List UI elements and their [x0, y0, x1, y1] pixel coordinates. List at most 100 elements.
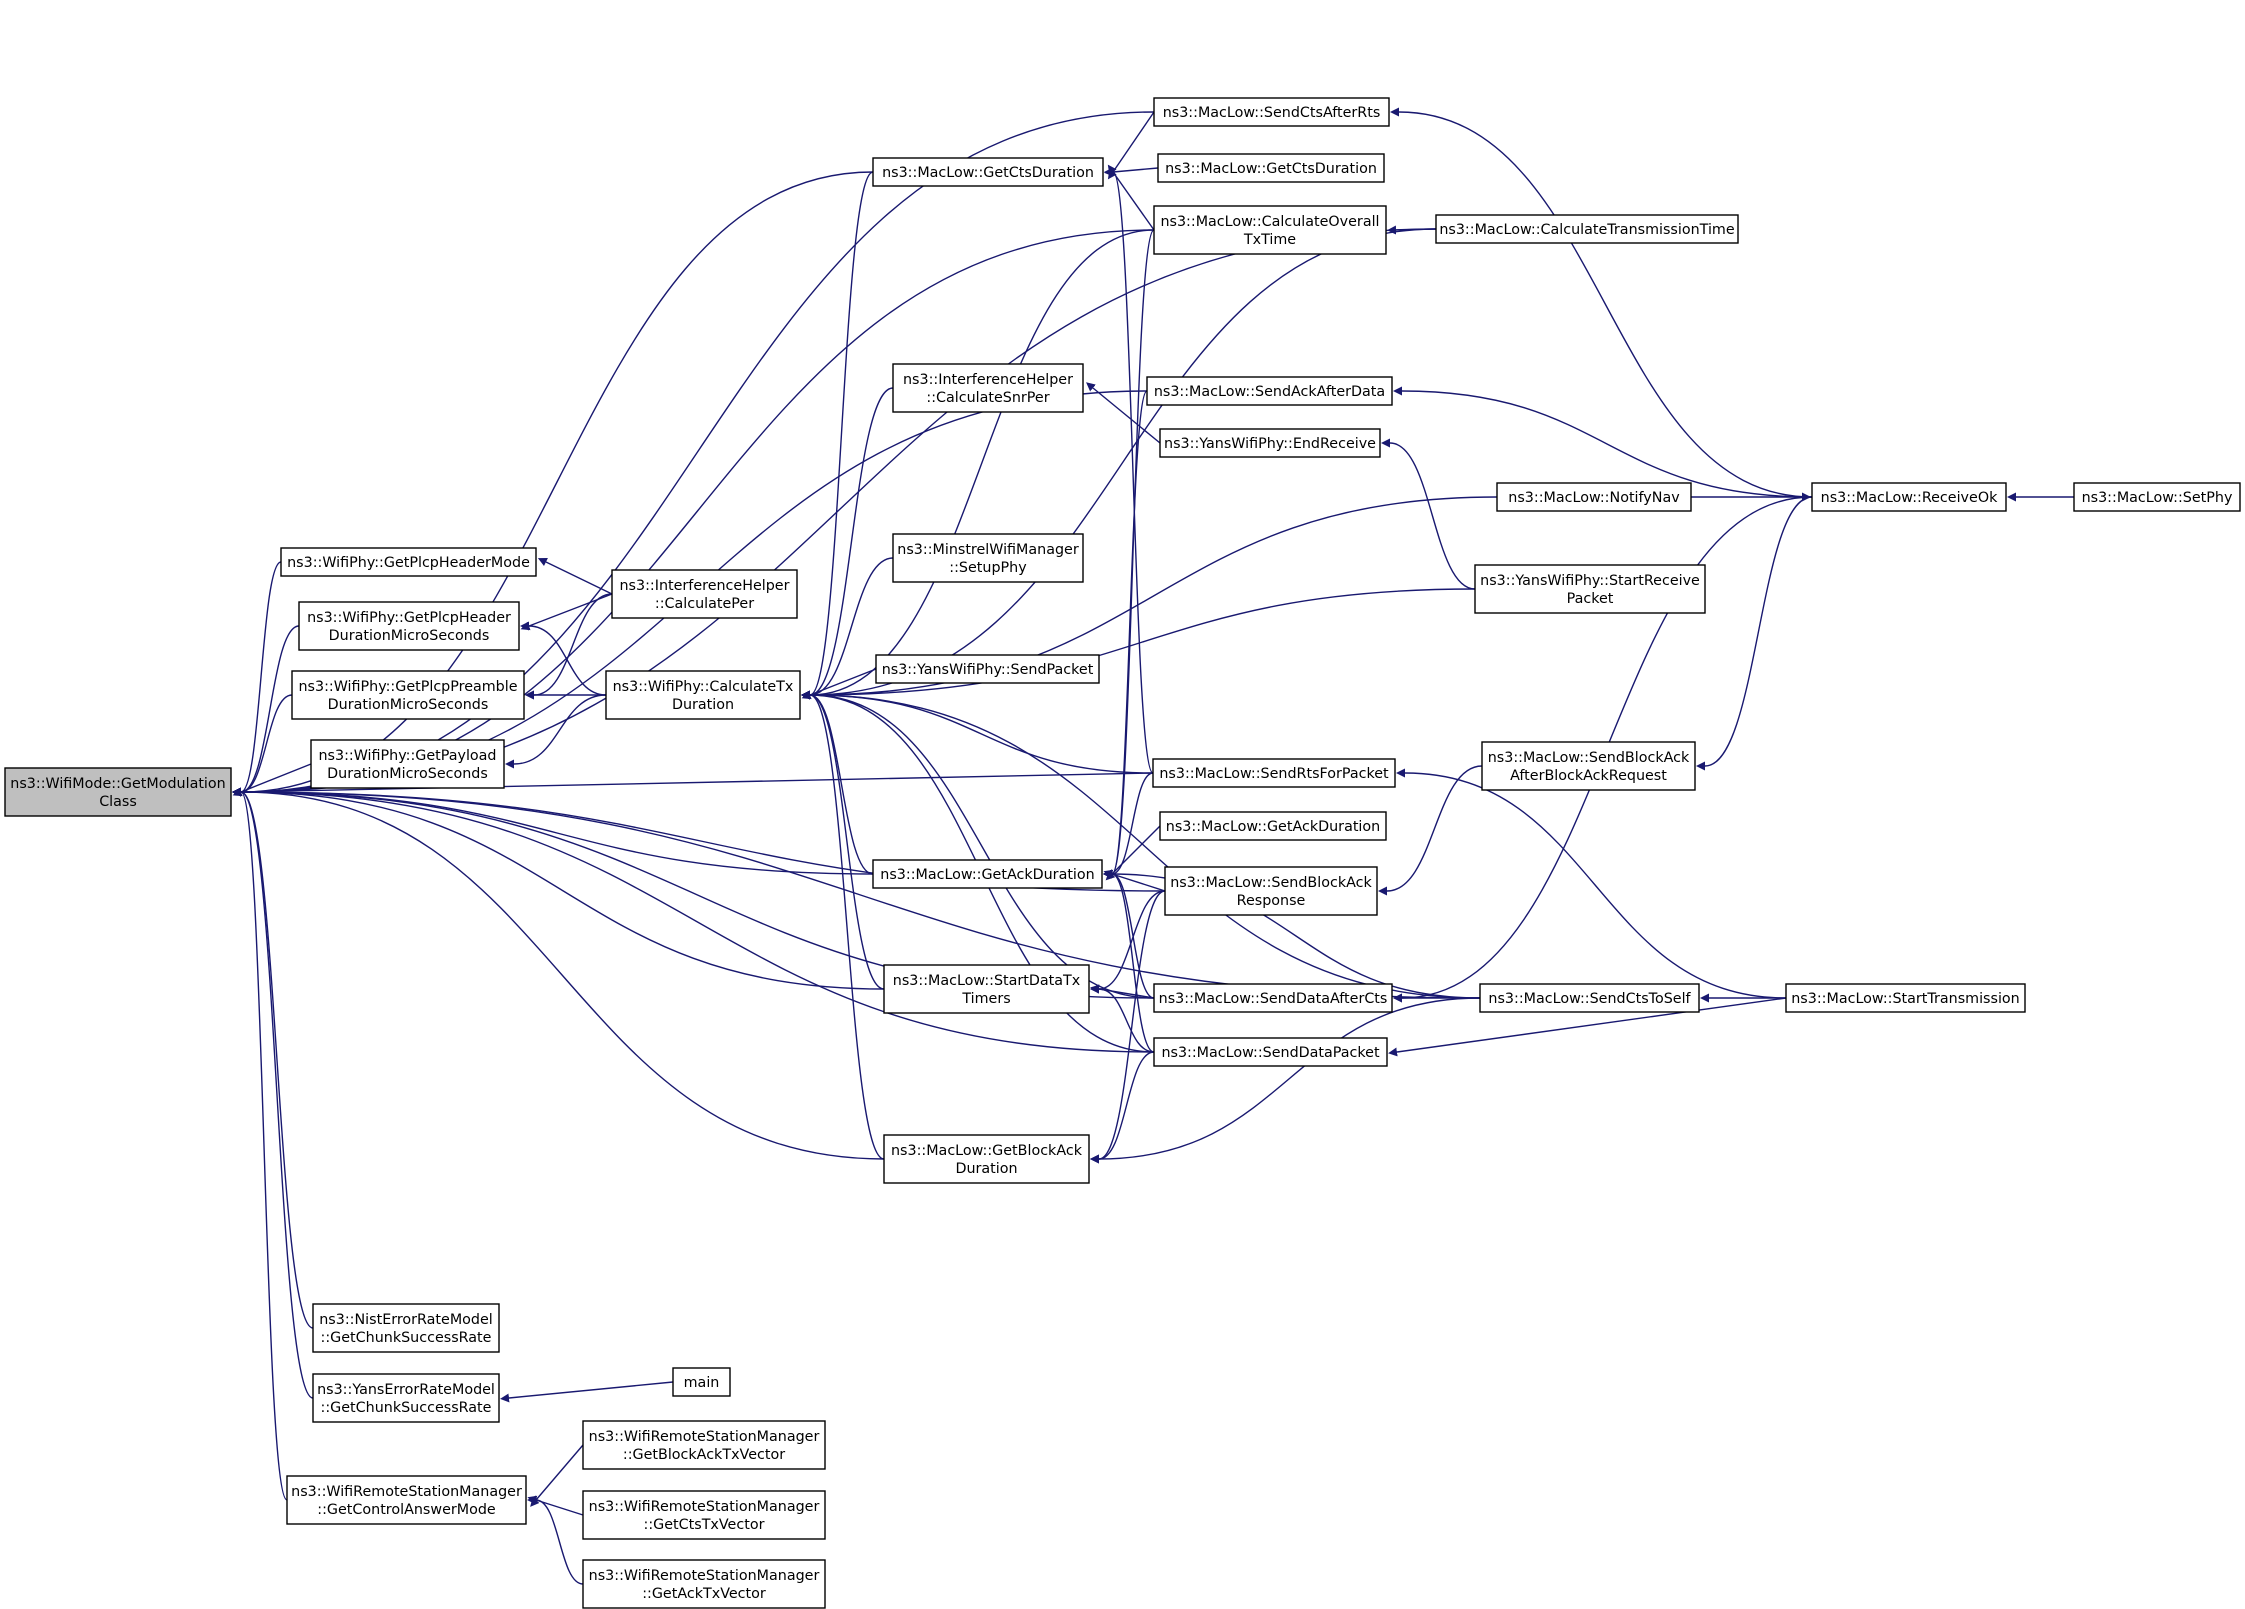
graph-node[interactable]: ns3::MacLow::SendBlockAckAfterBlockAckRe… — [1481, 741, 1696, 791]
graph-node[interactable]: ns3::YansWifiPhy::EndReceive — [1159, 428, 1381, 458]
graph-node[interactable]: ns3::WifiPhy::GetPlcpHeaderDurationMicro… — [298, 601, 520, 651]
call-edge — [232, 787, 1155, 1053]
edge-line — [232, 787, 314, 1399]
graph-node[interactable]: ns3::WifiRemoteStationManager::GetBlockA… — [582, 1420, 826, 1470]
graph-node[interactable]: main — [672, 1367, 731, 1397]
graph-node[interactable]: ns3::YansWifiPhy::SendPacket — [875, 654, 1100, 684]
call-edge — [525, 593, 613, 700]
graph-node[interactable]: ns3::WifiRemoteStationManager::GetCtsTxV… — [582, 1490, 826, 1540]
node-label: ns3::InterferenceHelper — [903, 372, 1073, 388]
graph-node[interactable]: ns3::MacLow::SendAckAfterData — [1146, 376, 1393, 406]
edge-line — [1090, 984, 1155, 1053]
graph-node[interactable]: ns3::MacLow::GetAckDuration — [872, 859, 1103, 889]
edge-line — [1104, 167, 1154, 774]
call-edge — [1090, 1051, 1155, 1164]
call-edge — [1396, 768, 1787, 999]
node-box — [1496, 482, 1692, 512]
node-box — [286, 1475, 527, 1525]
graph-node[interactable]: ns3::MacLow::GetAckDuration — [1159, 811, 1387, 841]
node-box — [280, 547, 537, 577]
graph-node[interactable]: ns3::MacLow::NotifyNav — [1496, 482, 1692, 512]
node-box — [1479, 983, 1700, 1013]
graph-node[interactable]: ns3::MinstrelWifiManager::SetupPhy — [892, 533, 1084, 583]
node-layer: ns3::WifiMode::GetModulationClassns3::Ma… — [4, 97, 2241, 1609]
node-label: ns3::MacLow::SendRtsForPacket — [1159, 766, 1389, 782]
node-label: ns3::InterferenceHelper — [620, 578, 790, 594]
edge-line — [1090, 890, 1166, 994]
node-label: ns3::MacLow::GetCtsDuration — [1165, 161, 1377, 177]
edge-line — [801, 690, 885, 990]
graph-node[interactable]: ns3::WifiPhy::GetPlcpPreambleDurationMic… — [291, 670, 525, 720]
graph-node[interactable]: ns3::MacLow::SetPhy — [2073, 482, 2241, 512]
node-box — [611, 569, 798, 619]
node-label: ns3::MacLow::GetAckDuration — [880, 867, 1094, 883]
graph-node[interactable]: ns3::MacLow::GetCtsDuration — [1157, 153, 1385, 183]
call-edge — [1090, 984, 1155, 1053]
node-box — [298, 601, 520, 651]
graph-node[interactable]: ns3::InterferenceHelper::CalculateSnrPer — [892, 363, 1084, 413]
node-box — [605, 670, 801, 720]
call-edge — [1090, 890, 1166, 1164]
node-label: ::GetControlAnswerMode — [317, 1502, 496, 1518]
call-edge — [1086, 382, 1161, 444]
node-box — [883, 1134, 1090, 1184]
node-box — [2073, 482, 2241, 512]
graph-node[interactable]: ns3::InterferenceHelper::CalculatePer — [611, 569, 798, 619]
node-box — [892, 533, 1084, 583]
graph-node[interactable]: ns3::WifiRemoteStationManager::GetAckTxV… — [582, 1559, 826, 1609]
edge-line — [1103, 229, 1155, 879]
graph-node[interactable]: ns3::WifiPhy::GetPlcpHeaderMode — [280, 547, 537, 577]
call-edge — [1090, 997, 1481, 1164]
node-box — [1481, 741, 1696, 791]
graph-node[interactable]: ns3::WifiPhy::GetPayloadDurationMicroSec… — [310, 739, 505, 789]
call-edge — [801, 588, 1476, 700]
call-edge — [1103, 869, 1166, 892]
graph-node[interactable]: ns3::WifiRemoteStationManager::GetContro… — [286, 1475, 527, 1525]
call-edge — [520, 621, 607, 696]
graph-node[interactable]: ns3::MacLow::StartTransmission — [1785, 983, 2026, 1013]
call-edge — [1104, 167, 1159, 177]
node-box — [1157, 153, 1385, 183]
node-label: ns3::WifiRemoteStationManager — [589, 1568, 820, 1584]
call-edge — [1105, 825, 1161, 881]
node-label: Duration — [672, 697, 734, 713]
node-box — [1159, 811, 1387, 841]
edge-line — [232, 625, 300, 797]
node-label: ::SetupPhy — [949, 560, 1027, 576]
call-edge — [1103, 772, 1154, 879]
call-edge — [232, 787, 885, 990]
edge-line — [232, 787, 885, 1160]
graph-node[interactable]: ns3::MacLow::SendDataAfterCts — [1153, 983, 1393, 1013]
edge-line — [232, 787, 885, 990]
graph-node[interactable]: ns3::MacLow::SendDataPacket — [1153, 1037, 1388, 1067]
node-label: ns3::MacLow::SendDataPacket — [1161, 1045, 1380, 1061]
graph-node[interactable]: ns3::MacLow::SendRtsForPacket — [1152, 758, 1396, 788]
node-label: ns3::MacLow::SendDataAfterCts — [1159, 991, 1388, 1007]
graph-node[interactable]: ns3::YansErrorRateModel::GetChunkSuccess… — [312, 1373, 500, 1423]
edge-line — [232, 763, 312, 797]
graph-node[interactable]: ns3::MacLow::SendCtsAfterRts — [1153, 97, 1390, 127]
graph-node[interactable]: ns3::NistErrorRateModel::GetChunkSuccess… — [312, 1303, 500, 1353]
edge-line — [1696, 496, 1813, 771]
node-label: ns3::WifiPhy::CalculateTx — [613, 679, 794, 695]
node-label: ns3::MacLow::SendBlockAck — [1488, 750, 1690, 766]
graph-node[interactable]: ns3::MacLow::CalculateTransmissionTime — [1435, 214, 1739, 244]
edge-line — [1381, 438, 1476, 590]
call-edge — [801, 668, 877, 700]
graph-node[interactable]: ns3::MacLow::GetCtsDuration — [872, 157, 1104, 187]
graph-node[interactable]: ns3::MacLow::ReceiveOk — [1811, 482, 2007, 512]
node-label: ns3::MacLow::SendCtsToSelf — [1488, 991, 1691, 1007]
call-edge — [1103, 869, 1155, 1053]
node-box — [1474, 564, 1706, 614]
graph-node[interactable]: ns3::MacLow::SendCtsToSelf — [1479, 983, 1700, 1013]
call-edge — [232, 625, 300, 797]
edge-line — [1104, 167, 1159, 177]
node-label: ns3::MacLow::SetPhy — [2082, 490, 2233, 506]
